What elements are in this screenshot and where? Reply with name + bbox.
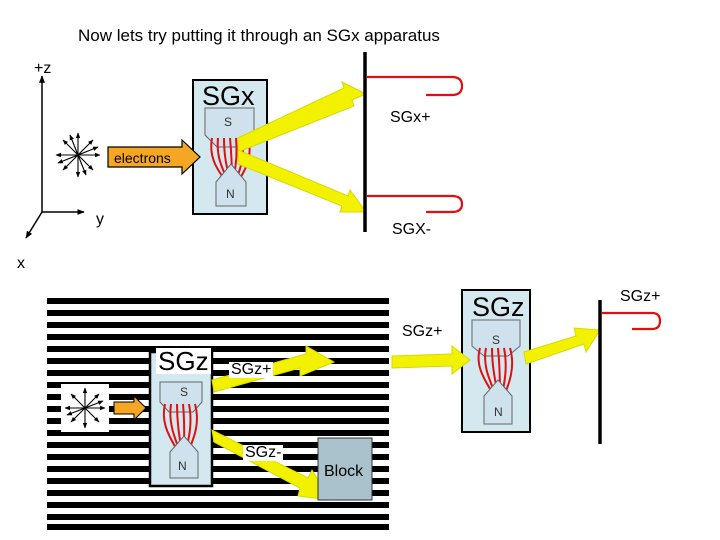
sgz1-plus-label: SGz+ xyxy=(229,361,274,378)
sgz2-plus-label: SGz+ xyxy=(620,288,661,305)
sgz1-minus-label: SGz- xyxy=(243,444,284,461)
sgx-minus-beam xyxy=(237,149,367,213)
axis-label-y: y xyxy=(96,211,104,228)
sgz1-device-label: SGz xyxy=(156,346,211,376)
sgz2-detector-trace xyxy=(602,311,662,331)
sgz2-pole-s xyxy=(471,319,521,357)
sgz1-minus-beam xyxy=(211,429,331,501)
electrons-label: electrons xyxy=(114,150,171,166)
axis-label-x: x xyxy=(17,255,25,272)
sgx-device-label: SGx xyxy=(202,81,255,111)
sgx-plus-label: SGx+ xyxy=(390,109,431,126)
block-label: Block xyxy=(324,463,364,480)
sgz1-pole-s-label: S xyxy=(180,385,189,399)
sgx-plus-beam xyxy=(237,81,368,153)
axis-label-z: +z xyxy=(34,60,52,77)
spin-starburst-bottom xyxy=(61,384,109,432)
electron-beam-arrow xyxy=(107,138,201,176)
sgz2-pole-n-label: N xyxy=(494,405,503,419)
sgx-pole-n-label: N xyxy=(226,187,235,201)
sgz1-input-arrow xyxy=(113,394,147,422)
block-box xyxy=(317,437,373,501)
page-title: Now lets try putting it through an SGx a… xyxy=(78,26,440,45)
sgx-pole-n xyxy=(215,163,247,207)
sgx-detector-trace-plus xyxy=(367,75,464,97)
sgx-pole-s-label: S xyxy=(224,115,233,129)
sgz2-input-label: SGz+ xyxy=(402,323,443,340)
coordinate-axes xyxy=(25,75,85,239)
sgz2-device-label: SGz xyxy=(472,292,525,322)
sgx-minus-label: SGX- xyxy=(392,221,432,238)
sgx-detector-trace-minus xyxy=(367,194,464,214)
sgz2-pole-n xyxy=(483,379,513,425)
sgz2-output-beam xyxy=(523,327,601,365)
spin-starburst-top xyxy=(55,132,101,178)
sgz2-pole-s-label: S xyxy=(492,333,501,347)
sgz1-pole-n xyxy=(169,435,199,479)
sgz2-input-beam xyxy=(391,344,471,376)
sgz1-pole-n-label: N xyxy=(178,459,187,473)
